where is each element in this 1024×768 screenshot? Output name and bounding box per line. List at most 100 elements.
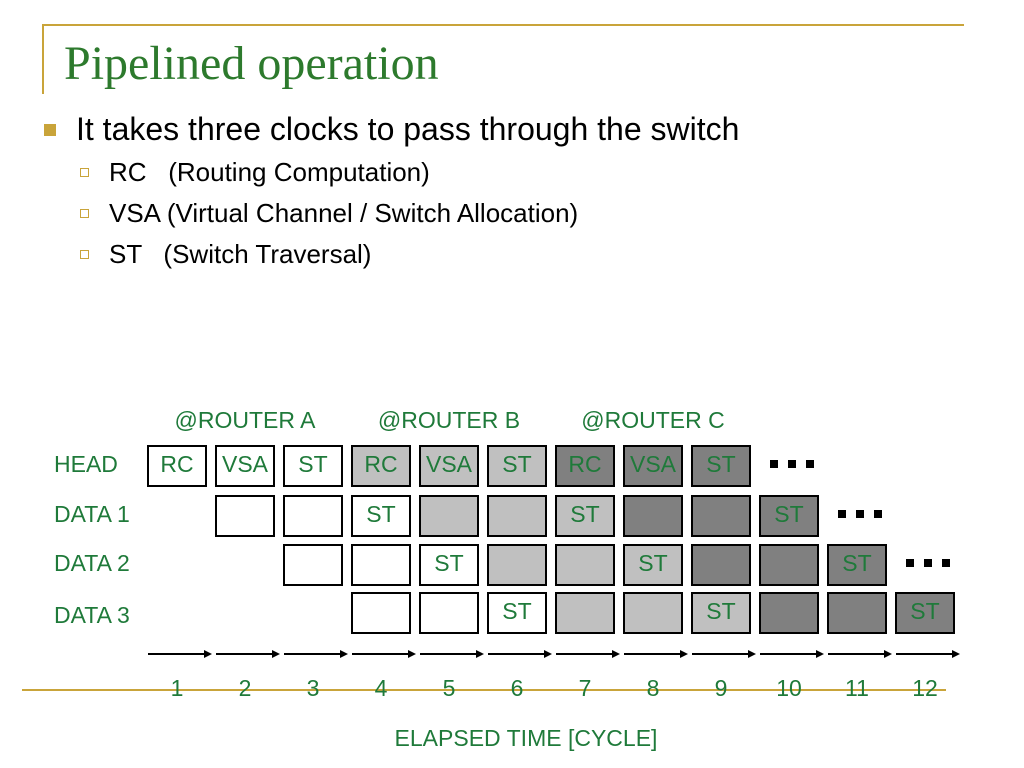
arrow-head-icon bbox=[272, 650, 280, 658]
pipeline-cell-label: ST bbox=[502, 451, 531, 477]
pipeline-cell-label: ST bbox=[366, 501, 395, 527]
row-label: DATA 1 bbox=[54, 501, 130, 527]
sub-bullet-text: RC (Routing Computation) bbox=[109, 157, 430, 187]
pipeline-cell bbox=[419, 495, 479, 537]
ellipsis-dot-icon bbox=[906, 559, 914, 567]
sub-bullet-rc: RC (Routing Computation) bbox=[80, 157, 430, 188]
ellipsis-dot-icon bbox=[856, 510, 864, 518]
hollow-square-bullet-icon bbox=[80, 250, 89, 259]
slide-title: Pipelined operation bbox=[64, 37, 439, 90]
pipeline-cell-label: ST bbox=[842, 550, 871, 576]
cycle-number: 1 bbox=[171, 675, 184, 701]
pipeline-cell-label: ST bbox=[706, 598, 735, 624]
pipeline-cell bbox=[623, 592, 683, 634]
pipeline-cell bbox=[623, 445, 683, 487]
hollow-square-bullet-icon bbox=[80, 209, 89, 218]
sub-bullet-st: ST (Switch Traversal) bbox=[80, 239, 371, 270]
pipeline-cell bbox=[691, 592, 751, 634]
pipeline-cell bbox=[827, 592, 887, 634]
router-label: @ROUTER A bbox=[175, 407, 317, 433]
cycle-number: 9 bbox=[715, 675, 728, 701]
arrow-head-icon bbox=[612, 650, 620, 658]
ellipsis-dot-icon bbox=[874, 510, 882, 518]
arrow-head-icon bbox=[204, 650, 212, 658]
router-label: @ROUTER C bbox=[581, 407, 724, 433]
ellipsis-dot-icon bbox=[806, 460, 814, 468]
pipeline-cell-label: VSA bbox=[222, 451, 269, 477]
pipeline-cell bbox=[555, 445, 615, 487]
sub-bullet-vsa: VSA (Virtual Channel / Switch Allocation… bbox=[80, 198, 578, 229]
ellipsis-dot-icon bbox=[924, 559, 932, 567]
pipeline-cell bbox=[691, 544, 751, 586]
pipeline-cell bbox=[759, 495, 819, 537]
ellipsis-dot-icon bbox=[942, 559, 950, 567]
arrow-head-icon bbox=[544, 650, 552, 658]
pipeline-cell-label: ST bbox=[706, 451, 735, 477]
arrow-head-icon bbox=[476, 650, 484, 658]
pipeline-cell bbox=[487, 495, 547, 537]
pipeline-cell-label: RC bbox=[568, 451, 601, 477]
pipeline-cell bbox=[419, 544, 479, 586]
main-bullet: It takes three clocks to pass through th… bbox=[44, 111, 739, 148]
pipeline-cell-label: ST bbox=[298, 451, 327, 477]
pipeline-cell-label: VSA bbox=[630, 451, 677, 477]
pipeline-cell-label: ST bbox=[570, 501, 599, 527]
pipeline-cell bbox=[351, 495, 411, 537]
pipeline-cell bbox=[691, 445, 751, 487]
pipeline-cell bbox=[759, 592, 819, 634]
ellipsis-dot-icon bbox=[788, 460, 796, 468]
hollow-square-bullet-icon bbox=[80, 168, 89, 177]
square-bullet-icon bbox=[44, 123, 56, 136]
pipeline-cell bbox=[351, 544, 411, 586]
slide-top-rule bbox=[42, 24, 964, 26]
row-label: DATA 2 bbox=[54, 550, 130, 576]
pipeline-cell-label: ST bbox=[774, 501, 803, 527]
pipeline-cell bbox=[623, 495, 683, 537]
pipeline-cell bbox=[623, 544, 683, 586]
cycle-number: 11 bbox=[845, 675, 869, 701]
sub-bullet-text: ST (Switch Traversal) bbox=[109, 239, 372, 269]
pipeline-cell bbox=[283, 544, 343, 586]
cycle-number: 5 bbox=[443, 675, 456, 701]
pipeline-cell bbox=[215, 445, 275, 487]
row-label: HEAD bbox=[54, 451, 118, 477]
pipeline-cell bbox=[283, 445, 343, 487]
pipeline-cell bbox=[555, 592, 615, 634]
pipeline-cell bbox=[283, 495, 343, 537]
arrow-head-icon bbox=[884, 650, 892, 658]
pipeline-cell bbox=[555, 544, 615, 586]
pipeline-cell bbox=[487, 544, 547, 586]
arrow-head-icon bbox=[340, 650, 348, 658]
pipeline-cell bbox=[827, 544, 887, 586]
sub-bullet-text: VSA (Virtual Channel / Switch Allocation… bbox=[109, 198, 579, 228]
pipeline-cell bbox=[895, 592, 955, 634]
ellipsis-dot-icon bbox=[838, 510, 846, 518]
cycle-number: 12 bbox=[912, 675, 938, 701]
time-axis-label: ELAPSED TIME [CYCLE] bbox=[395, 725, 658, 751]
cycle-number: 4 bbox=[375, 675, 388, 701]
arrow-head-icon bbox=[816, 650, 824, 658]
row-label: DATA 3 bbox=[54, 602, 130, 628]
router-label: @ROUTER B bbox=[378, 407, 520, 433]
cycle-number: 7 bbox=[579, 675, 592, 701]
pipeline-cell bbox=[215, 495, 275, 537]
cycle-number: 3 bbox=[307, 675, 320, 701]
pipeline-cell-label: RC bbox=[364, 451, 397, 477]
pipeline-cell bbox=[555, 495, 615, 537]
cycle-number: 6 bbox=[511, 675, 524, 701]
pipeline-cell-label: ST bbox=[910, 598, 939, 624]
pipeline-cell bbox=[351, 592, 411, 634]
arrow-head-icon bbox=[748, 650, 756, 658]
pipeline-cell bbox=[487, 445, 547, 487]
arrow-head-icon bbox=[408, 650, 416, 658]
arrow-head-icon bbox=[952, 650, 960, 658]
ellipsis-dot-icon bbox=[770, 460, 778, 468]
arrow-head-icon bbox=[680, 650, 688, 658]
pipeline-cell bbox=[759, 544, 819, 586]
pipeline-cell-label: ST bbox=[434, 550, 463, 576]
cycle-number: 10 bbox=[776, 675, 802, 701]
pipeline-cell bbox=[147, 445, 207, 487]
pipeline-cell bbox=[487, 592, 547, 634]
slide-side-rule bbox=[42, 24, 44, 94]
